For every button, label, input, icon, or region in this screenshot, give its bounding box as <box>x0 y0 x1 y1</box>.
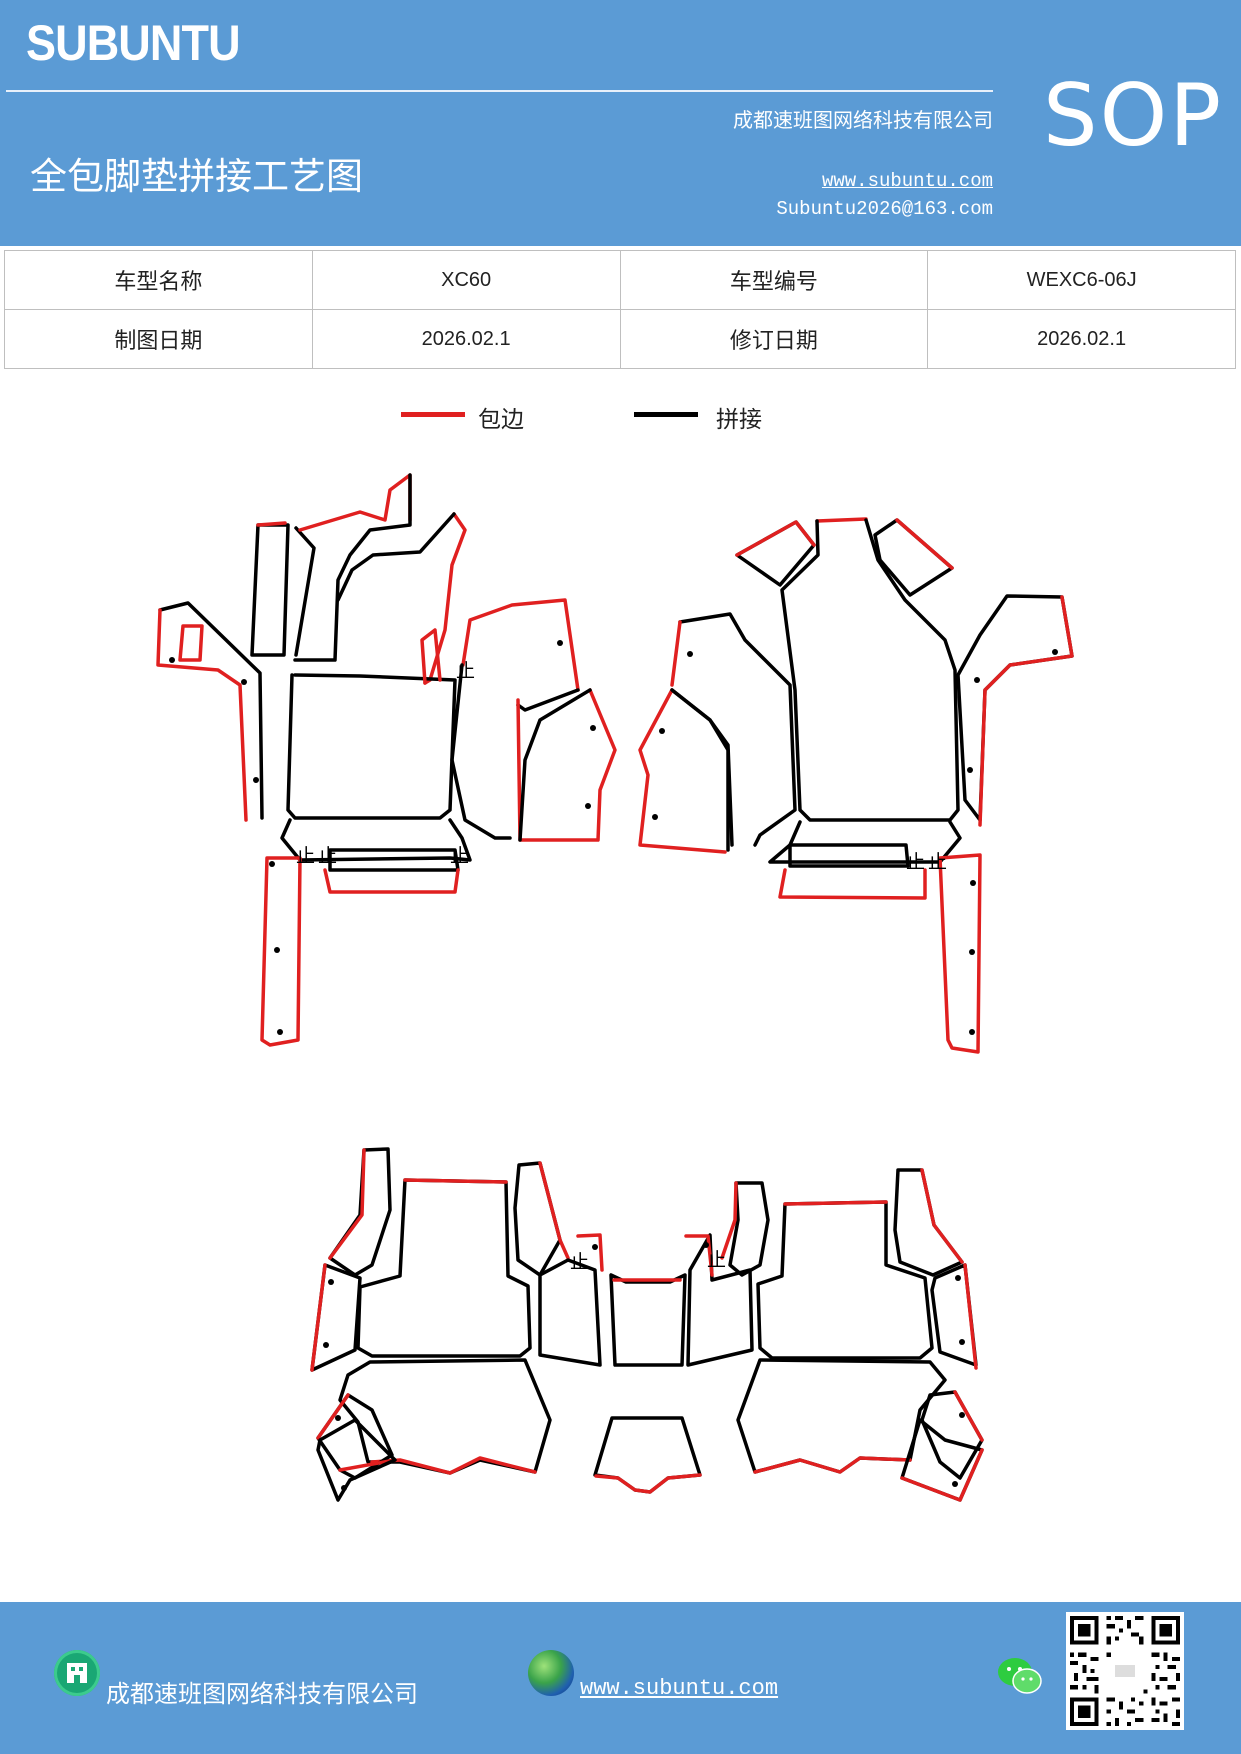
document-title: 全包脚垫拼接工艺图 <box>30 155 363 198</box>
header-banner: SUBUNTU 成都速班图网络科技有限公司 全包脚垫拼接工艺图 www.subu… <box>0 0 1241 246</box>
label-cell: 车型名称 <box>4 250 313 310</box>
floor-mat-diagram: 止 止 止 止 <box>156 473 1074 1502</box>
front-right-mats: 止 止 <box>638 517 1074 1054</box>
table-row: 车型名称 XC60 车型编号 WEXC6-06J <box>4 250 1236 310</box>
label-cell: 制图日期 <box>4 309 313 369</box>
legend-label-seam: 拼接 <box>716 407 762 433</box>
stop-mark: 止 <box>928 851 947 873</box>
footer-banner: 成都速班图网络科技有限公司 www.subuntu.com <box>0 1602 1241 1754</box>
value-cell: 2026.02.1 <box>927 309 1236 369</box>
rear-mats: 止 止 <box>310 1147 984 1502</box>
label-cell: 修订日期 <box>619 309 929 369</box>
value-cell: 2026.02.1 <box>311 309 621 369</box>
label-cell: 车型编号 <box>619 250 929 310</box>
sop-badge: SOP <box>1043 66 1224 166</box>
globe-icon <box>528 1650 574 1696</box>
email-address: Subuntu2026@163.com <box>776 198 993 220</box>
stop-mark: 止 <box>456 660 475 682</box>
qr-code <box>1066 1612 1184 1730</box>
legend-label-edge: 包边 <box>478 407 524 433</box>
footer-company: 成都速班图网络科技有限公司 <box>106 1680 418 1708</box>
building-icon <box>54 1650 100 1696</box>
brand-logo: SUBUNTU <box>26 15 241 71</box>
stop-mark: 止 <box>707 1249 726 1271</box>
header-divider <box>6 90 993 92</box>
info-table: 车型名称 XC60 车型编号 WEXC6-06J 制图日期 2026.02.1 … <box>4 250 1236 369</box>
stop-mark: 止 <box>450 845 469 867</box>
stop-mark: 止 <box>906 851 925 873</box>
table-row: 制图日期 2026.02.1 修订日期 2026.02.1 <box>4 309 1236 369</box>
stop-mark: 止 <box>296 845 315 867</box>
value-cell: WEXC6-06J <box>927 250 1236 310</box>
company-name: 成都速班图网络科技有限公司 <box>733 108 993 132</box>
value-cell: XC60 <box>311 250 621 310</box>
legend: 包边 拼接 <box>0 400 1241 440</box>
footer-website-link[interactable]: www.subuntu.com <box>580 1676 779 1701</box>
legend-swatch-edge <box>401 412 465 417</box>
stop-mark: 止 <box>318 845 337 867</box>
website-link[interactable]: www.subuntu.com <box>821 170 993 192</box>
front-left-mats: 止 止 止 止 <box>156 473 617 1047</box>
legend-swatch-seam <box>634 412 698 417</box>
wechat-icon[interactable] <box>996 1654 1044 1702</box>
stop-mark: 止 <box>570 1251 589 1273</box>
